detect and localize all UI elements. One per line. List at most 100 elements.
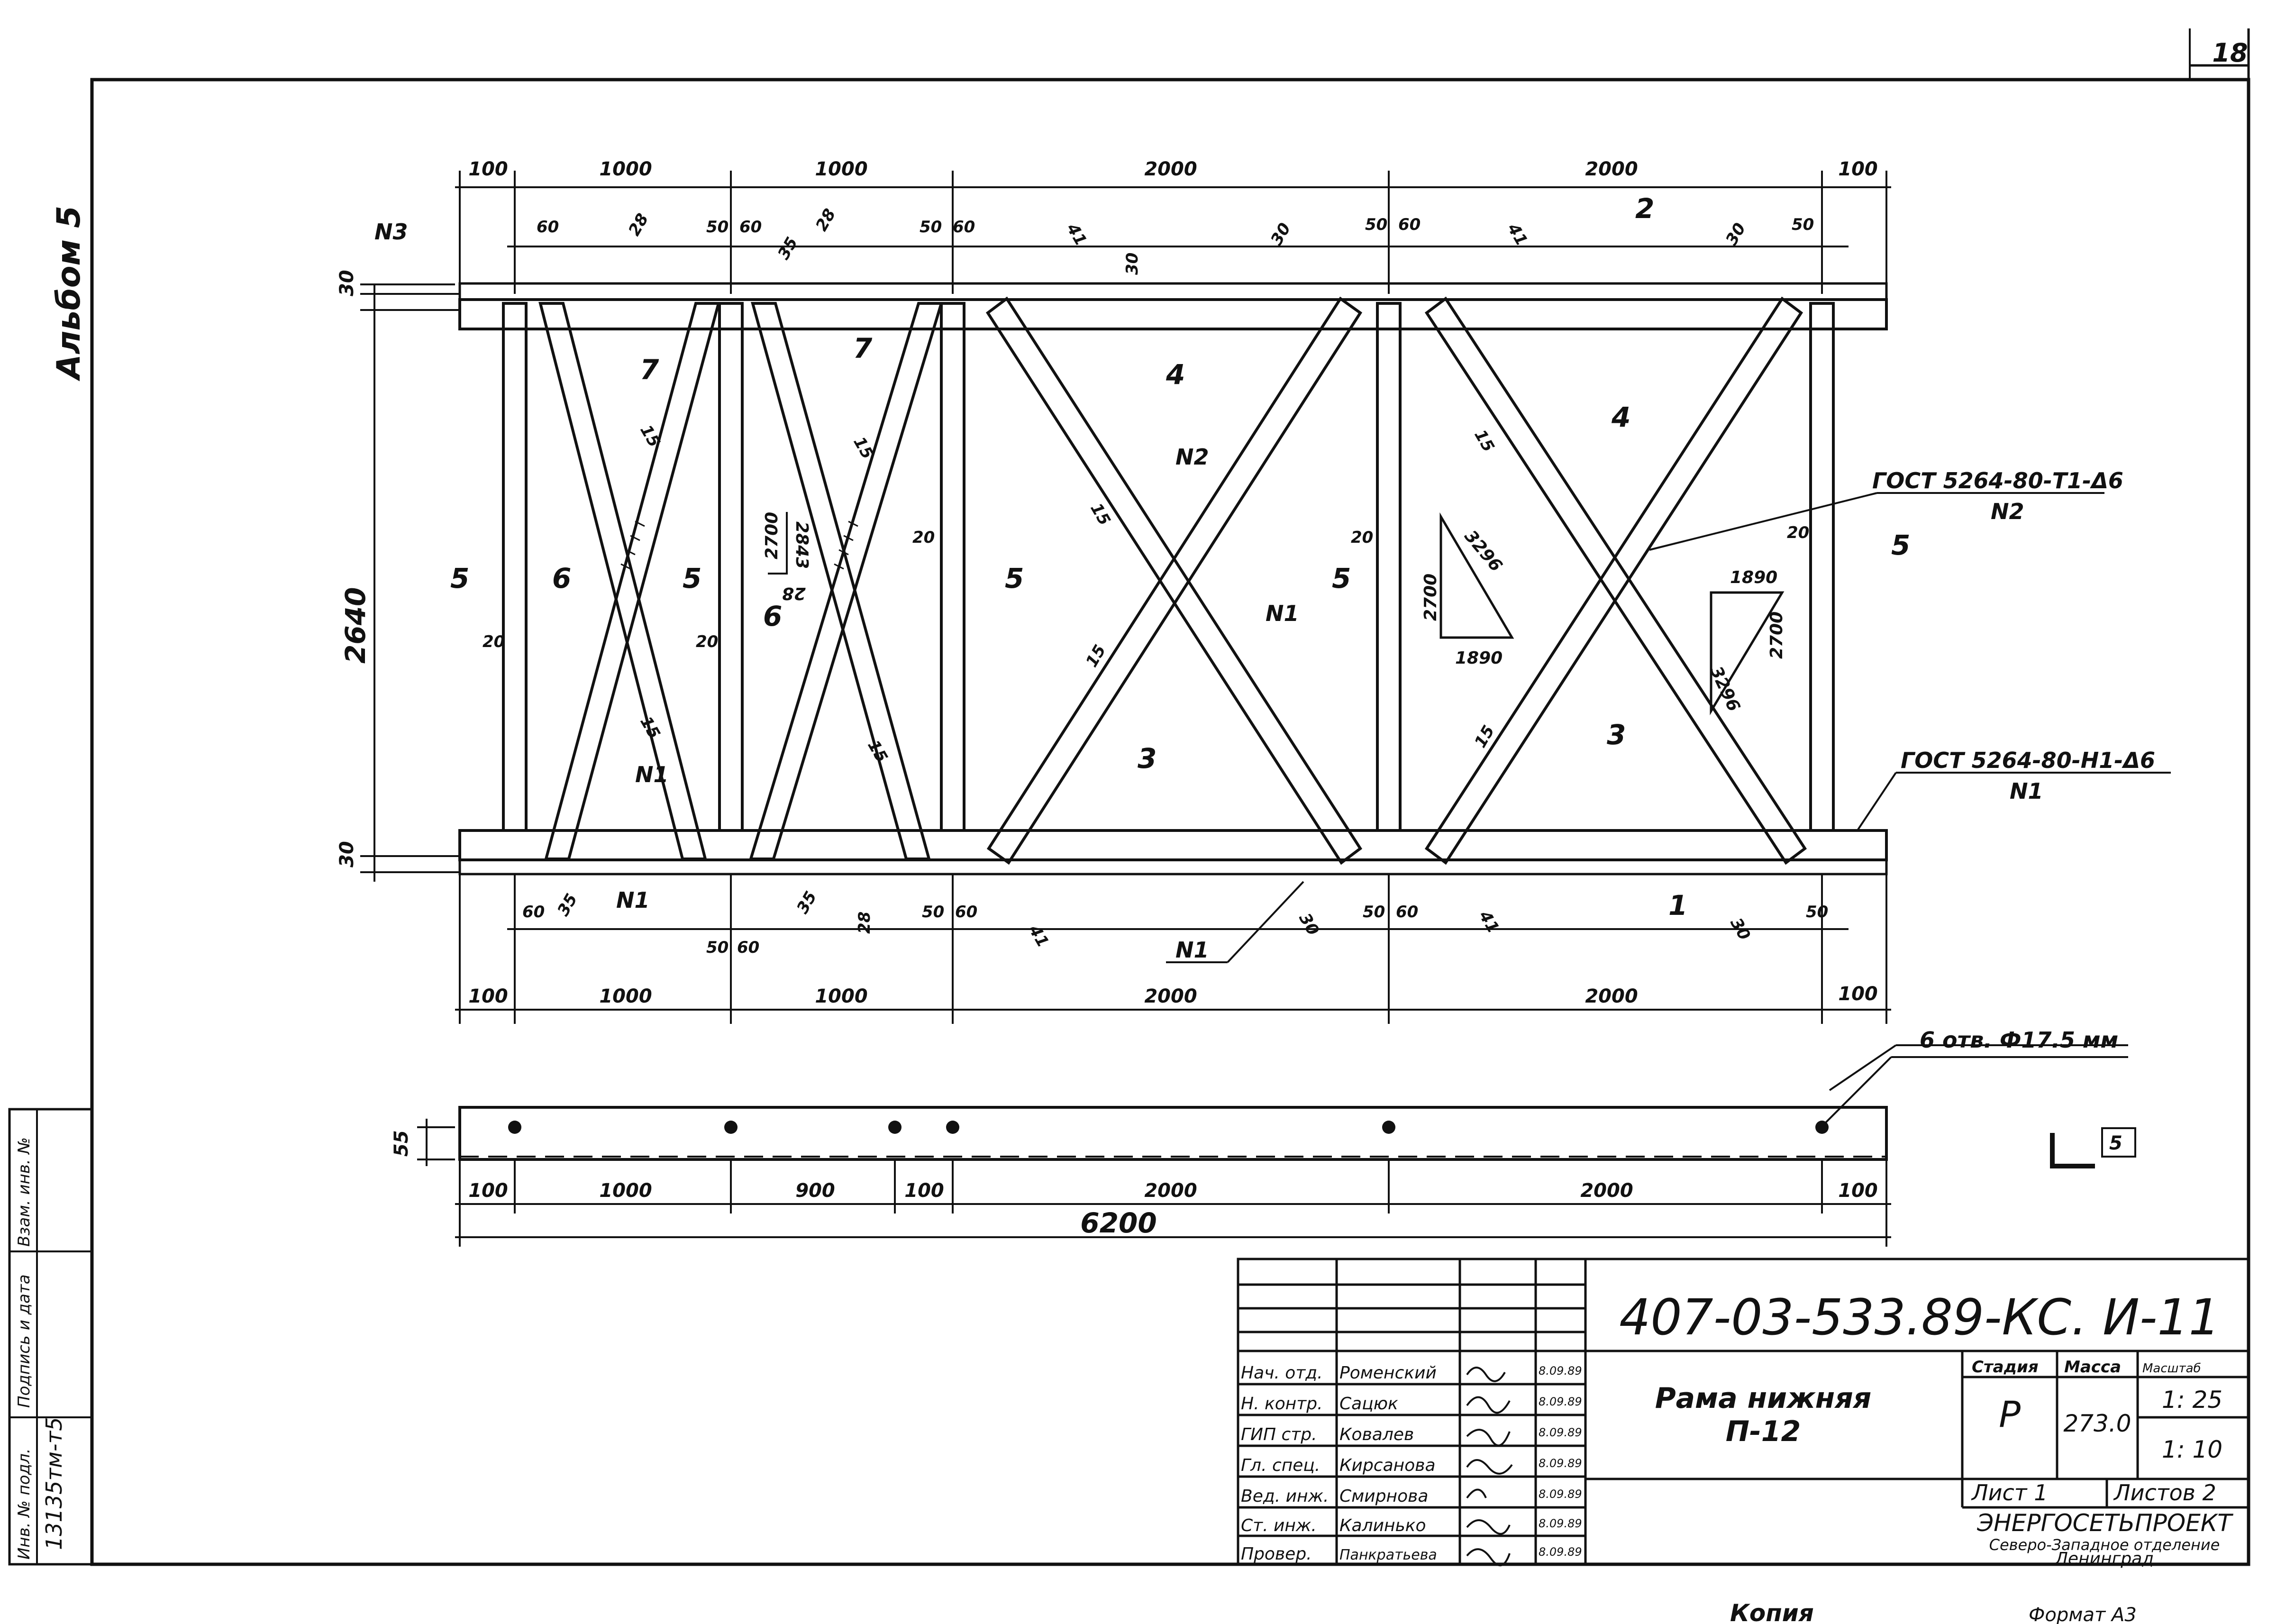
offset-label: 50 <box>920 218 942 237</box>
svg-text:8.09.89: 8.09.89 <box>1539 1426 1582 1439</box>
sheet-frame <box>90 28 2250 1566</box>
svg-text:Нач. отд.: Нач. отд. <box>1241 1363 1323 1383</box>
svg-text:50: 50 <box>706 938 729 957</box>
svg-text:8.09.89: 8.09.89 <box>1539 1517 1582 1530</box>
svg-text:15: 15 <box>1471 722 1498 751</box>
svg-text:Роменский: Роменский <box>1339 1363 1437 1383</box>
svg-text:60: 60 <box>522 903 545 921</box>
svg-text:100: 100 <box>468 1180 508 1202</box>
scale-1: 1: 25 <box>2162 1386 2222 1414</box>
svg-text:1890: 1890 <box>1730 568 1777 587</box>
node-n1: N1 <box>635 762 669 787</box>
top-chord <box>458 298 1888 330</box>
position-7: 7 <box>853 332 873 365</box>
svg-text:Кирсанова: Кирсанова <box>1339 1456 1436 1475</box>
svg-text:100: 100 <box>468 985 508 1007</box>
page-number: 18 <box>2212 38 2248 68</box>
svg-text:Панкратьева: Панкратьева <box>1339 1547 1437 1563</box>
svg-text:ГИП стр.: ГИП стр. <box>1241 1425 1317 1444</box>
side-stamp-labels: Инв. № подл. Подпись и дата Взам. инв. №… <box>15 1137 67 1560</box>
top-dimension-line <box>455 171 1891 300</box>
offset-label: 60 <box>739 218 762 237</box>
doc-code: 407-03-533.89-КС. И-11 <box>1619 1288 2220 1346</box>
svg-text:41: 41 <box>1025 921 1053 951</box>
svg-text:900: 900 <box>795 1180 835 1202</box>
frame-elevation <box>360 171 2171 1091</box>
svg-text:1890: 1890 <box>1455 648 1503 668</box>
diagonals-panel-2 <box>748 302 944 860</box>
svg-text:2700: 2700 <box>762 512 782 559</box>
position-1: 1 <box>1668 889 1687 921</box>
diagonals-panel-4 <box>1424 296 1807 865</box>
svg-text:28: 28 <box>855 912 874 934</box>
offset-label: 28 <box>812 206 839 235</box>
footer-format: Формат А3 <box>2029 1604 2137 1624</box>
holes <box>508 1121 1829 1134</box>
svg-text:Сацюк: Сацюк <box>1339 1394 1398 1414</box>
svg-text:Ковалев: Ковалев <box>1339 1425 1414 1444</box>
position-5: 5 <box>1005 562 1024 594</box>
album-label: Альбом 5 <box>50 206 88 382</box>
org-branch: Северо-Западное отделение <box>1989 1536 2220 1554</box>
svg-text:Стадия: Стадия <box>1972 1358 2039 1377</box>
title-block <box>1237 1258 2250 1566</box>
offset-label: 60 <box>537 218 559 237</box>
offset-label: 41 <box>1063 220 1091 249</box>
position-3: 3 <box>1138 742 1157 775</box>
slope-triangle-right <box>1710 591 1785 716</box>
gost-node-n2: N2 <box>1991 499 2024 524</box>
position-6: 6 <box>552 562 571 594</box>
svg-text:30: 30 <box>1295 910 1322 939</box>
drawing-mark: П-12 <box>1726 1415 1801 1448</box>
svg-text:15: 15 <box>636 713 664 742</box>
svg-text:8.09.89: 8.09.89 <box>1539 1364 1582 1378</box>
diagonals-panel-1 <box>538 302 720 860</box>
svg-text:Н. контр.: Н. контр. <box>1241 1394 1323 1414</box>
svg-text:100: 100 <box>904 1180 944 1202</box>
svg-text:Взам. инв. №: Взам. инв. № <box>15 1137 34 1247</box>
offset-label: 50 <box>706 218 729 237</box>
svg-text:Смирнова: Смирнова <box>1339 1487 1428 1506</box>
svg-text:1000: 1000 <box>815 985 867 1007</box>
svg-text:60: 60 <box>1396 903 1418 921</box>
svg-text:8.09.89: 8.09.89 <box>1539 1487 1582 1501</box>
svg-text:35: 35 <box>793 888 820 917</box>
upper-offset-labels: 60 28 50 60 35 28 50 60 41 30 50 60 41 3… <box>537 206 1814 275</box>
node-n3: N3 <box>374 219 408 245</box>
svg-text:Провер.: Провер. <box>1241 1544 1312 1564</box>
bottom-dimension-labels: 100 1000 1000 2000 2000 100 <box>468 983 1878 1007</box>
svg-text:50: 50 <box>1806 903 1828 921</box>
svg-text:8.09.89: 8.09.89 <box>1539 1395 1582 1408</box>
svg-text:13135тм-т5: 13135тм-т5 <box>41 1417 67 1551</box>
svg-text:Вед. инж.: Вед. инж. <box>1241 1487 1329 1506</box>
svg-text:Инв. № подл.: Инв. № подл. <box>15 1448 34 1560</box>
node-n1: N1 <box>1175 937 1209 963</box>
offset-label: 35 <box>774 234 801 263</box>
svg-text:2700: 2700 <box>1767 611 1786 659</box>
slope-triangle-small <box>768 512 788 575</box>
position-5: 5 <box>450 562 469 594</box>
svg-text:20: 20 <box>912 528 935 547</box>
weld-hatching <box>620 520 858 570</box>
title-block-headers: Стадия Масса Масштаб <box>1972 1358 2201 1377</box>
position-5: 5 <box>683 562 701 594</box>
svg-text:35: 35 <box>554 891 581 920</box>
height-dimension-line <box>360 284 460 882</box>
strip-total: 6200 <box>1080 1207 1157 1239</box>
top-dim: 100 <box>468 158 508 180</box>
position-5: 5 <box>1891 529 1910 561</box>
position-2: 2 <box>1635 192 1654 225</box>
svg-text:50: 50 <box>1363 903 1385 921</box>
sheets-count: Листов 2 <box>2113 1480 2216 1505</box>
svg-text:15: 15 <box>636 422 664 451</box>
svg-text:41: 41 <box>1475 907 1503 937</box>
offset-label: 30 <box>1123 253 1142 275</box>
diagonals-panel-3 <box>985 296 1363 865</box>
svg-text:30: 30 <box>1726 915 1754 944</box>
svg-text:20: 20 <box>1351 528 1373 547</box>
node-labels: N3 N2 N1 N1 N1 N1 <box>374 219 1299 963</box>
svg-text:100: 100 <box>1838 983 1878 1005</box>
strip-dimension-labels: 100 1000 900 100 2000 2000 100 6200 55 6… <box>391 1027 2122 1239</box>
svg-text:2000: 2000 <box>1144 1180 1197 1202</box>
svg-text:2000: 2000 <box>1580 1180 1633 1202</box>
